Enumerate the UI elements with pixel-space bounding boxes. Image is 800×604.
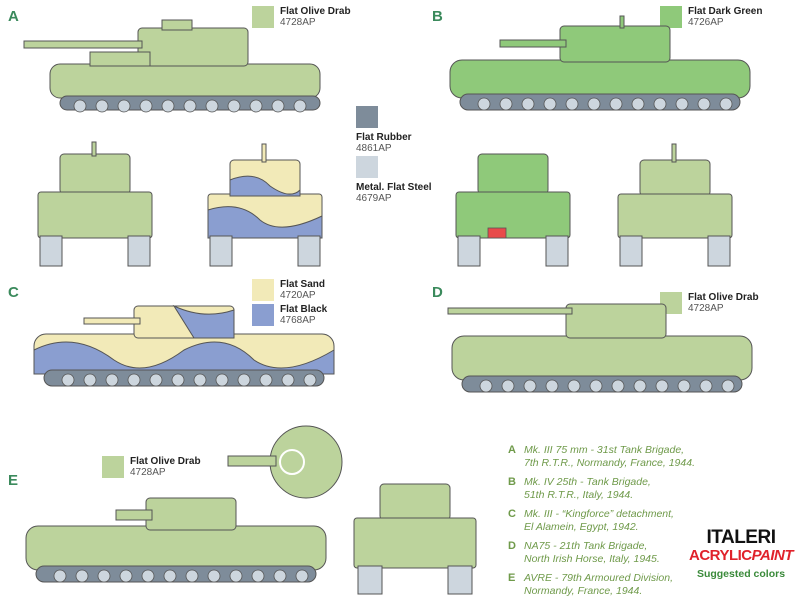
color-code: 4726AP	[688, 17, 724, 28]
color-chip	[102, 456, 124, 478]
tank-a-side-view	[23, 19, 321, 113]
color-code: 4679AP	[356, 193, 392, 204]
legend-letter: C	[508, 508, 516, 520]
color-name: Flat Rubber	[356, 132, 412, 143]
legend-line: Mk. IV 25th - Tank Brigade,	[524, 476, 651, 488]
color-name: Flat Black	[280, 304, 328, 315]
tank-a-front-view	[37, 141, 153, 267]
legend-line: 51th R.T.R., Italy, 1944.	[524, 489, 634, 501]
tank-e-top-view	[227, 425, 343, 499]
color-chip	[252, 304, 274, 326]
brand-logo: ITALERI ACRYLICPAINT Suggested colors	[686, 528, 796, 580]
legend-letter: A	[508, 444, 516, 456]
color-code: 4768AP	[280, 315, 316, 326]
legend-letter: D	[508, 540, 516, 552]
legend-line: Mk. III - “Kingforce” detachment,	[524, 508, 674, 520]
legend-line: NA75 - 21th Tank Brigade,	[524, 540, 648, 552]
markings-legend: A Mk. III 75 mm - 31st Tank Brigade,7th …	[508, 444, 708, 604]
tank-b-side-view	[449, 15, 751, 111]
section-letter-e: E	[8, 472, 19, 489]
color-chip	[660, 6, 682, 28]
color-name: Flat Dark Green	[688, 6, 763, 17]
color-code: 4728AP	[280, 17, 316, 28]
legend-item: E AVRE - 79th Armoured Division,Normandy…	[508, 572, 708, 598]
color-chip	[252, 279, 274, 301]
tank-c-side-view	[33, 304, 335, 387]
legend-letter: B	[508, 476, 516, 488]
section-letter-c: C	[8, 284, 19, 301]
legend-item: C Mk. III - “Kingforce” detachment,El Al…	[508, 508, 708, 534]
color-name: Flat Sand	[280, 279, 326, 290]
brand-line-acrylic: ACRYLIC	[689, 547, 752, 564]
legend-item: B Mk. IV 25th - Tank Brigade,51th R.T.R.…	[508, 476, 708, 502]
color-code: 4861AP	[356, 143, 392, 154]
legend-line: North Irish Horse, Italy, 1945.	[524, 553, 660, 565]
color-name: Flat Olive Drab	[688, 292, 759, 303]
legend-letter: E	[508, 572, 516, 584]
section-letter-a: A	[8, 8, 19, 25]
legend-line: AVRE - 79th Armoured Division,	[524, 572, 674, 584]
tank-e-rear-view	[353, 483, 477, 595]
section-letter-b: B	[432, 8, 443, 25]
color-name: Flat Olive Drab	[130, 456, 201, 467]
brand-name: ITALERI	[706, 527, 776, 548]
color-code: 4728AP	[130, 467, 166, 478]
tank-a-rear-view	[207, 143, 323, 267]
section-letter-d: D	[432, 284, 443, 301]
legend-line: Mk. III 75 mm - 31st Tank Brigade,	[524, 444, 685, 456]
brand-line-paint: PAINT	[751, 547, 794, 564]
legend-item: A Mk. III 75 mm - 31st Tank Brigade,7th …	[508, 444, 708, 470]
legend-line: 7th R.T.R., Normandy, France, 1944.	[524, 457, 695, 469]
color-chip	[252, 6, 274, 28]
legend-line: Normandy, France, 1944.	[524, 585, 643, 597]
color-code: 4720AP	[280, 290, 316, 301]
tank-b-front-view	[455, 153, 571, 267]
tank-d-side-view	[447, 303, 753, 393]
color-chip	[356, 106, 378, 128]
color-name: Metal. Flat Steel	[356, 182, 432, 193]
color-code: 4728AP	[688, 303, 724, 314]
tank-e-side-view	[25, 497, 327, 583]
color-name: Flat Olive Drab	[280, 6, 351, 17]
tank-b-rear-view	[617, 143, 733, 267]
legend-line: El Alamein, Egypt, 1942.	[524, 521, 639, 533]
color-chip	[356, 156, 378, 178]
legend-item: D NA75 - 21th Tank Brigade,North Irish H…	[508, 540, 708, 566]
brand-tagline: Suggested colors	[696, 568, 786, 580]
